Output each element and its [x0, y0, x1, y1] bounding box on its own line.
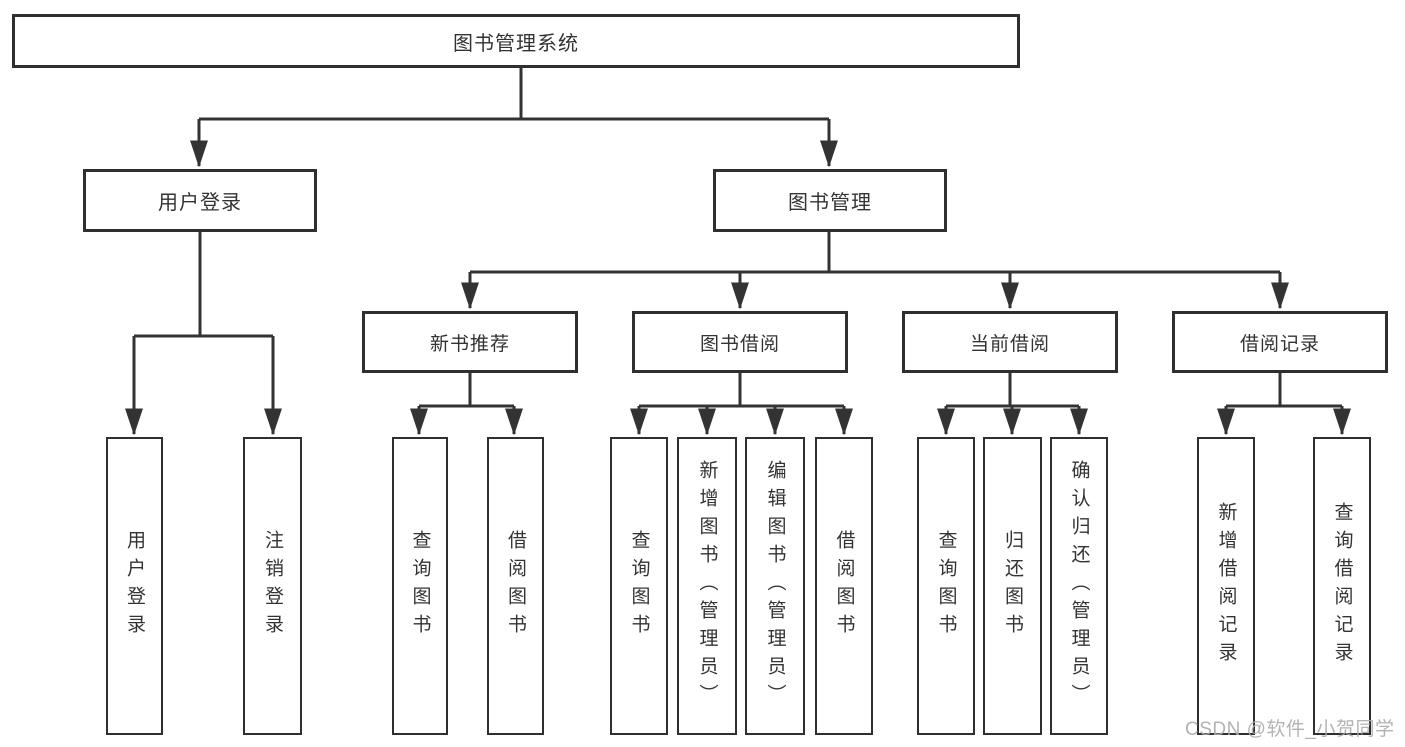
leaf-logout-label: 注销登录 — [262, 530, 283, 642]
group-new-book-recommend-label: 新书推荐 — [429, 333, 510, 355]
leaf-query-books-2: 查询图书 — [610, 437, 668, 735]
group-book-borrow: 图书借阅 — [632, 311, 848, 373]
leaf-user-login-label: 用户登录 — [124, 530, 145, 642]
leaf-confirm-return-admin-label: 确认归还（管理员） — [1068, 460, 1090, 712]
leaf-query-books: 查询图书 — [392, 437, 448, 735]
leaf-return-books: 归还图书 — [983, 437, 1042, 735]
leaf-return-books-label: 归还图书 — [1002, 530, 1023, 642]
branch-book-management: 图书管理 — [713, 169, 947, 232]
branch-user-login-label: 用户登录 — [158, 192, 242, 214]
node-root-label: 图书管理系统 — [453, 32, 579, 55]
group-borrow-records-label: 借阅记录 — [1239, 333, 1320, 355]
leaf-user-login: 用户登录 — [106, 437, 163, 735]
leaf-query-books-2-label: 查询图书 — [628, 530, 650, 642]
leaf-borrow-books-2: 借阅图书 — [815, 437, 873, 735]
leaf-query-books-3-label: 查询图书 — [935, 530, 957, 642]
leaf-edit-book-admin-label: 编辑图书（管理员） — [764, 460, 786, 712]
leaf-add-borrow-record: 新增借阅记录 — [1197, 437, 1255, 735]
node-root: 图书管理系统 — [12, 14, 1020, 68]
group-book-borrow-label: 图书借阅 — [699, 333, 780, 355]
leaf-add-book-admin: 新增图书（管理员） — [677, 437, 737, 735]
group-new-book-recommend: 新书推荐 — [362, 311, 578, 373]
tree-skeleton — [134, 68, 1342, 408]
leaf-borrow-books-2-label: 借阅图书 — [833, 530, 855, 642]
branch-user-login: 用户登录 — [83, 169, 317, 232]
branch-book-management-label: 图书管理 — [788, 192, 872, 214]
leaf-borrow-books-label: 借阅图书 — [505, 530, 526, 642]
group-current-borrow: 当前借阅 — [902, 311, 1118, 373]
leaf-query-borrow-record-label: 查询借阅记录 — [1331, 502, 1353, 670]
csdn-watermark: CSDN @软件_小贺同学 — [1185, 719, 1395, 740]
leaf-logout: 注销登录 — [243, 437, 302, 735]
leaf-add-book-admin-label: 新增图书（管理员） — [696, 460, 718, 712]
leaf-confirm-return-admin: 确认归还（管理员） — [1050, 437, 1108, 735]
leaf-query-books-label: 查询图书 — [409, 530, 431, 642]
leaf-borrow-books: 借阅图书 — [487, 437, 544, 735]
leaf-add-borrow-record-label: 新增借阅记录 — [1215, 502, 1237, 670]
group-borrow-records: 借阅记录 — [1172, 311, 1388, 373]
leaf-query-borrow-record: 查询借阅记录 — [1313, 437, 1371, 735]
leaf-query-books-3: 查询图书 — [917, 437, 975, 735]
group-current-borrow-label: 当前借阅 — [969, 333, 1050, 355]
leaf-edit-book-admin: 编辑图书（管理员） — [745, 437, 805, 735]
